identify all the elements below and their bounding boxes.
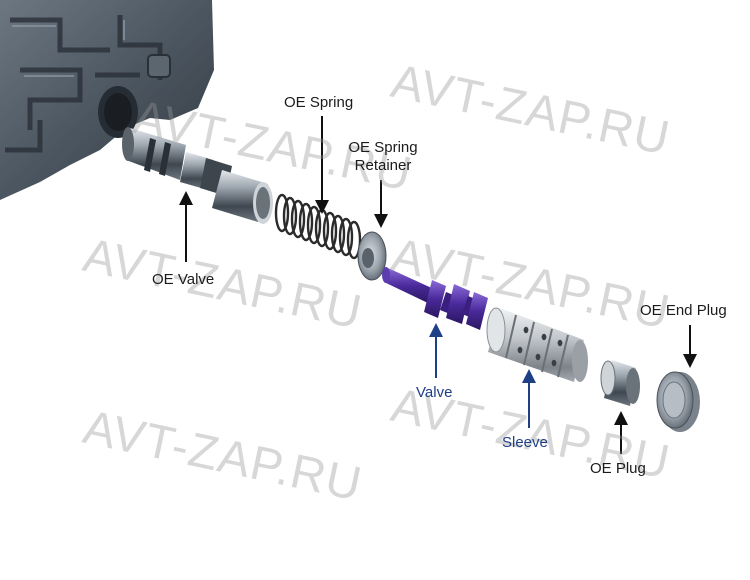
oe-end-plug-part (656, 371, 700, 432)
valve-body-casting (0, 0, 214, 200)
label-oe-spring-retainer-line1: OE Spring (348, 139, 418, 156)
label-oe-spring-retainer: OE Spring Retainer (338, 139, 428, 175)
arrow-oe-end-plug (683, 325, 697, 368)
arrow-oe-spring-retainer (374, 180, 388, 228)
arrow-valve (429, 323, 443, 378)
oe-valve-part (122, 127, 273, 224)
label-valve: Valve (416, 384, 453, 401)
label-oe-valve: OE Valve (152, 271, 215, 288)
oe-plug-part (600, 360, 640, 406)
oe-spring-retainer-part (357, 231, 387, 281)
arrow-oe-spring (315, 116, 329, 214)
label-oe-spring: OE Spring (284, 94, 354, 111)
arrow-oe-plug (614, 411, 628, 454)
label-oe-plug: OE Plug (590, 460, 646, 477)
callout-arrows (179, 116, 697, 454)
sleeve-part (486, 307, 588, 382)
arrow-sleeve (522, 369, 536, 428)
new-valve-part (382, 267, 488, 330)
label-oe-spring-retainer-line2: Retainer (354, 157, 412, 174)
label-oe-end-plug: OE End Plug (640, 302, 727, 319)
label-sleeve: Sleeve (502, 434, 548, 451)
arrow-oe-valve (179, 191, 193, 262)
